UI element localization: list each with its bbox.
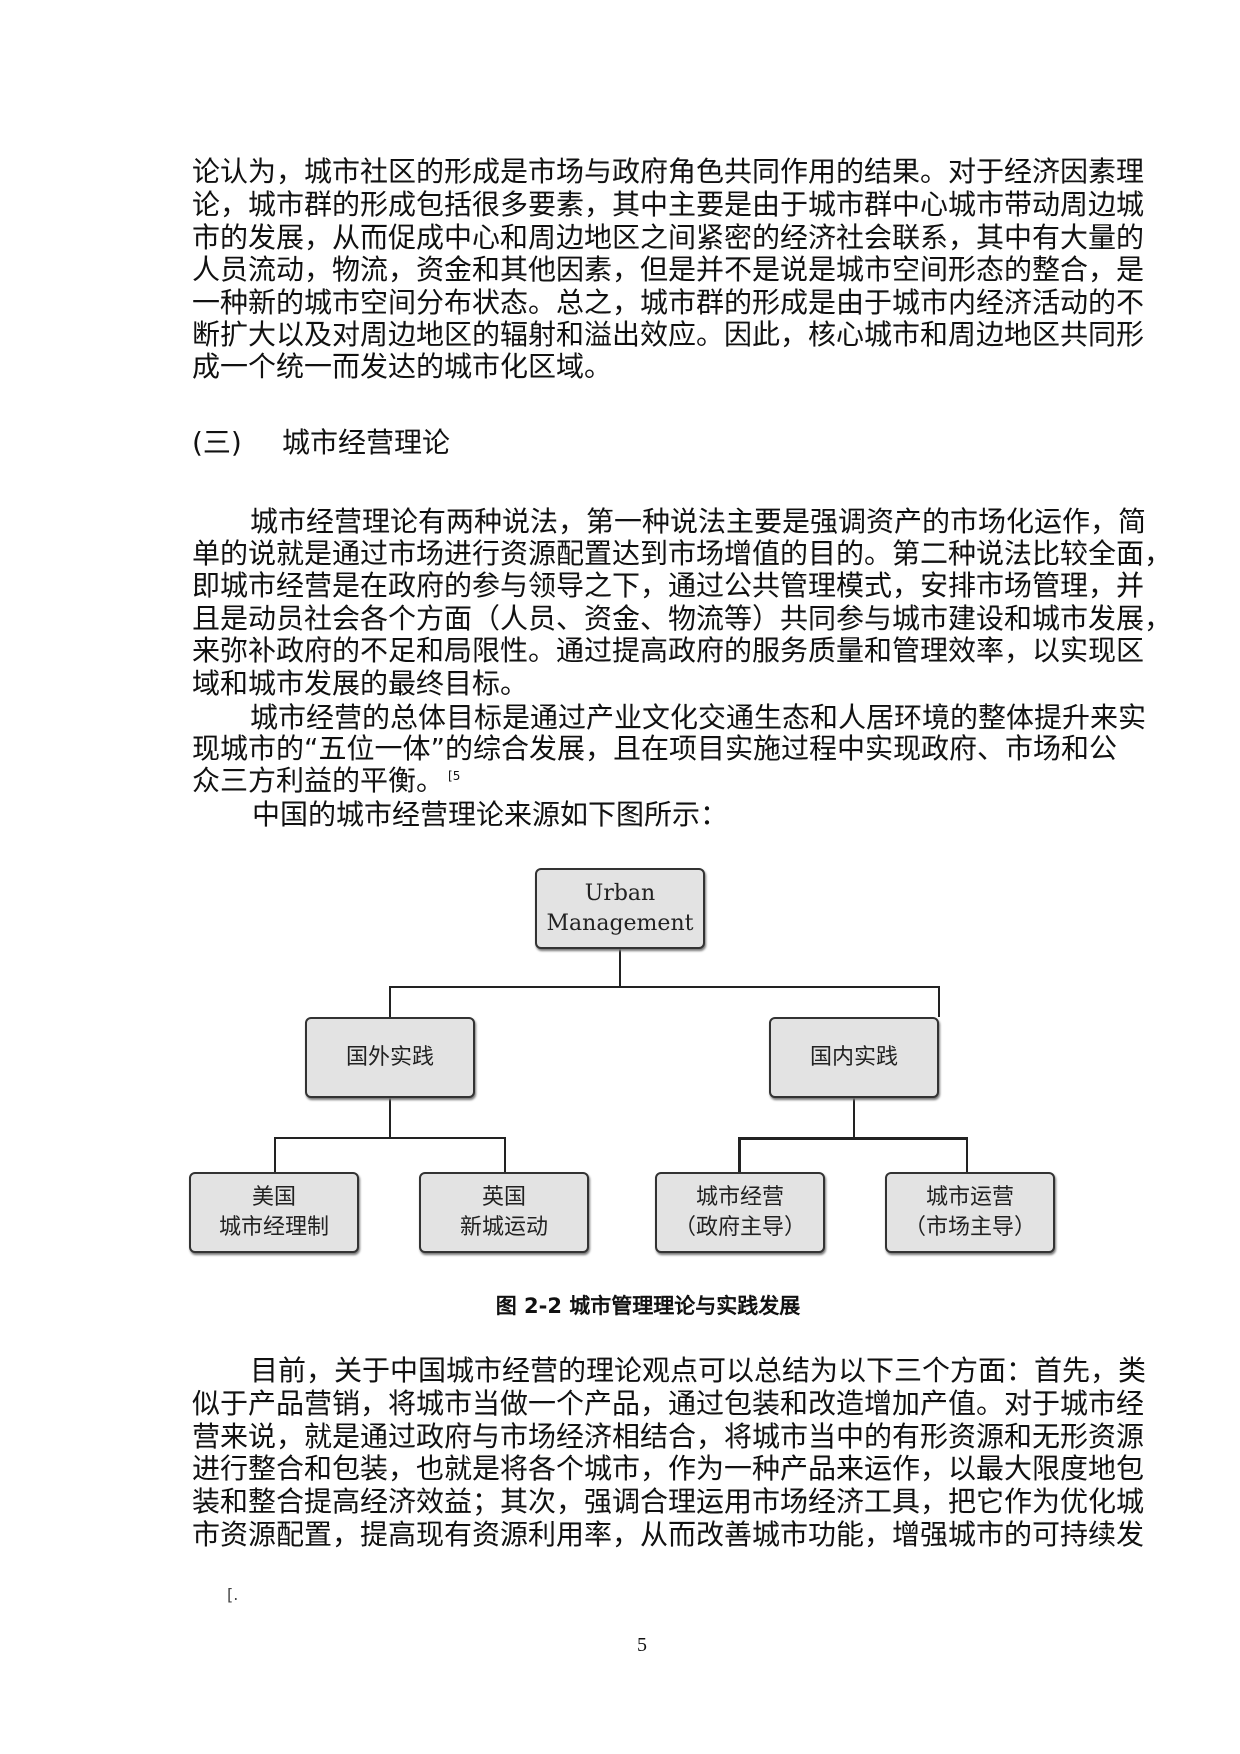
connector xyxy=(938,986,940,1017)
text-line-content: 众三方利益的平衡。 xyxy=(192,764,445,797)
text-line: 单的说就是通过市场进行资源配置达到市场增值的目的。第二种说法比较全面， xyxy=(192,537,1173,570)
connector xyxy=(389,986,940,988)
node-domestic-practice: 国内实践 xyxy=(769,1017,939,1098)
page-number: 5 xyxy=(637,1634,647,1656)
connector xyxy=(389,1096,391,1138)
node-city-management-gov: 城市经营 （政府主导） xyxy=(655,1172,825,1253)
figure-intro: 中国的城市经营理论来源如下图所示： xyxy=(252,798,729,831)
figure-caption: 图 2-2 城市管理理论与实践发展 xyxy=(495,1294,801,1318)
node-label: （政府主导） xyxy=(673,1214,806,1240)
text-line: 营来说，就是通过政府与市场经济相结合，将城市当中的有形资源和无形资源 xyxy=(192,1420,1145,1453)
text-line: 域和城市发展的最终目标。 xyxy=(192,667,529,700)
node-label: 英国 xyxy=(481,1184,526,1210)
text-line: 城市经营的总体目标是通过产业文化交通生态和人居环境的整体提升来实 xyxy=(250,701,1147,734)
citation[interactable]: [5 xyxy=(448,769,461,783)
footnote-mark: [. xyxy=(227,1585,239,1604)
text-line: 城市经营理论有两种说法，第一种说法主要是强调资产的市场化运作，简 xyxy=(250,505,1147,538)
connector xyxy=(274,1137,506,1139)
text-line: 进行整合和包装，也就是将各个城市，作为一种产品来运作，以最大限度地包 xyxy=(192,1452,1145,1485)
text-line: 似于产品营销，将城市当做一个产品，通过包装和改造增加产值。对于城市经 xyxy=(192,1387,1145,1420)
text-line: 成一个统一而发达的城市化区域。 xyxy=(192,350,613,383)
node-label: 美国 xyxy=(251,1184,296,1210)
node-label: 国内实践 xyxy=(809,1044,898,1070)
section-heading: (三) 城市经营理论 xyxy=(192,424,450,462)
connector xyxy=(504,1137,506,1172)
connector xyxy=(966,1137,968,1172)
node-root: Urban Management xyxy=(535,868,705,949)
node-us-city-manager: 美国 城市经理制 xyxy=(189,1172,359,1253)
connector xyxy=(738,1137,741,1172)
text-line: 来弥补政府的不足和局限性。通过提高政府的服务质量和管理效率，以实现区 xyxy=(192,634,1145,667)
text-line: 目前，关于中国城市经营的理论观点可以总结为以下三个方面：首先，类 xyxy=(250,1354,1147,1387)
node-foreign-practice: 国外实践 xyxy=(305,1017,475,1098)
node-label: 国外实践 xyxy=(345,1044,434,1070)
node-label: 城市经营 xyxy=(695,1184,784,1210)
connector xyxy=(619,947,621,987)
text-line: 市的发展，从而促成中心和周边地区之间紧密的经济社会联系，其中有大量的 xyxy=(192,221,1145,254)
connector xyxy=(389,986,391,1017)
text-line: 市资源配置，提高现有资源利用率，从而改善城市功能，增强城市的可持续发 xyxy=(192,1518,1145,1551)
text-line: 现城市的“五位一体”的综合发展，且在项目实施过程中实现政府、市场和公 xyxy=(192,732,1118,765)
node-label: 新城运动 xyxy=(459,1214,548,1240)
text-line: 众三方利益的平衡。[5 xyxy=(192,764,1064,797)
node-label: 城市经理制 xyxy=(218,1214,329,1240)
text-line: 论，城市群的形成包括很多要素，其中主要是由于城市群中心城市带动周边城 xyxy=(192,188,1145,221)
node-label: （市场主导） xyxy=(903,1214,1036,1240)
node-city-operation-market: 城市运营 （市场主导） xyxy=(885,1172,1055,1253)
node-uk-new-town: 英国 新城运动 xyxy=(419,1172,589,1253)
text-line: 断扩大以及对周边地区的辐射和溢出效应。因此，核心城市和周边地区共同形 xyxy=(192,318,1145,351)
node-label: Urban xyxy=(584,880,656,906)
connector xyxy=(738,1137,968,1140)
text-line: 且是动员社会各个方面（人员、资金、物流等）共同参与城市建设和城市发展， xyxy=(192,602,1173,635)
text-line: 论认为，城市社区的形成是市场与政府角色共同作用的结果。对于经济因素理 xyxy=(192,155,1145,188)
text-line: 一种新的城市空间分布状态。总之，城市群的形成是由于城市内经济活动的不 xyxy=(192,286,1145,319)
text-line: 装和整合提高经济效益；其次，强调合理运用市场经济工具，把它作为优化城 xyxy=(192,1485,1145,1518)
text-line: 人员流动，物流，资金和其他因素，但是并不是说是城市空间形态的整合，是 xyxy=(192,253,1145,286)
connector xyxy=(853,1096,855,1138)
section-title: 城市经营理论 xyxy=(282,426,451,459)
node-label: Management xyxy=(546,910,694,936)
section-number: (三) xyxy=(192,426,242,459)
connector xyxy=(274,1137,276,1172)
node-label: 城市运营 xyxy=(925,1184,1014,1210)
text-line: 即城市经营是在政府的参与领导之下，通过公共管理模式，安排市场管理，并 xyxy=(192,569,1145,602)
